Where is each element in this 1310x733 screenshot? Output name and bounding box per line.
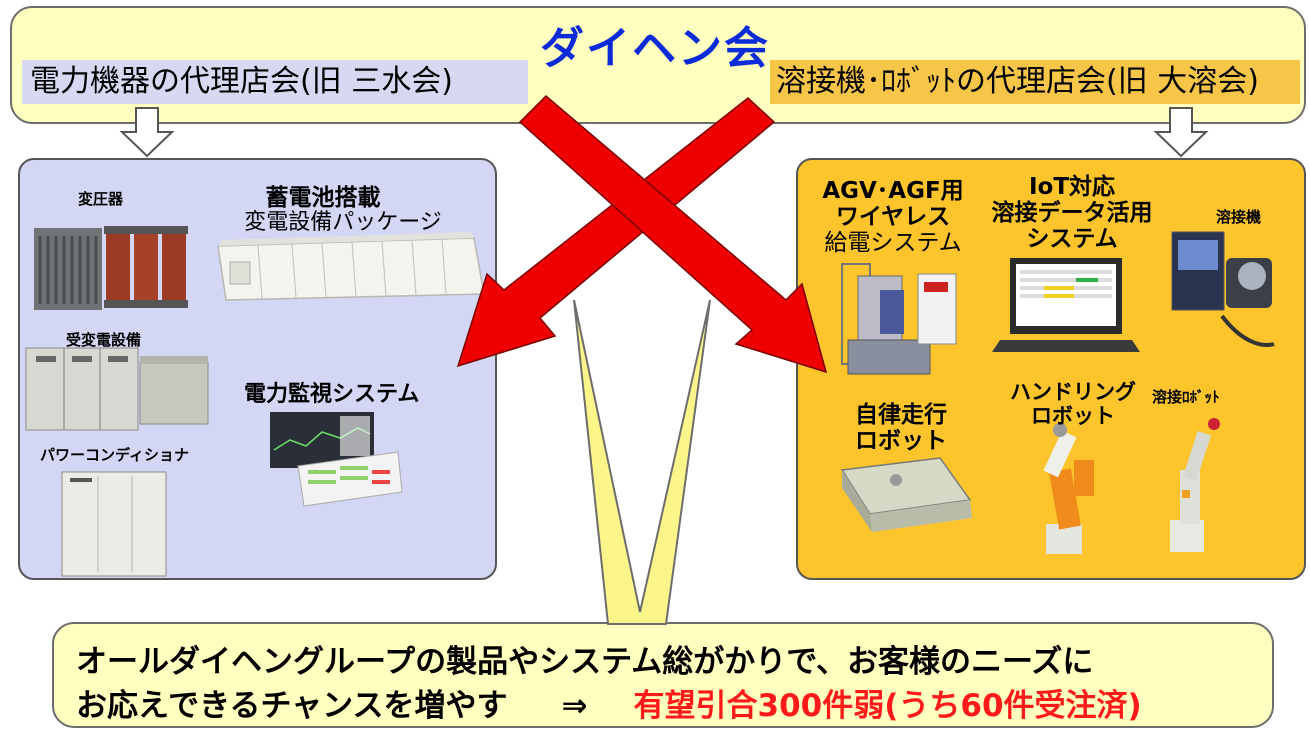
welding-robot-image [1170,418,1220,552]
iot-label-line1: IoT対応 [1028,174,1116,200]
battery-package-image [217,232,485,301]
right-group-label: 溶接機･ﾛﾎﾞｯﾄの代理店会(旧 大溶会) [770,60,1300,104]
battery-package-title: 蓄電池搭載 [265,185,381,211]
agv-wireless-image [841,263,957,375]
handling-robot-label-line2: ロボット [1031,404,1115,428]
diagram-title: ダイヘン会 [540,23,770,74]
iot-label-line2: 溶接データ活用 [991,200,1153,226]
iot-welding-data-image [992,258,1140,352]
agv-label-line1: AGV･AGF用 [822,178,964,204]
battery-package-subtitle: 変電設備パッケージ [244,210,442,235]
right-down-arrow [1153,107,1209,158]
amr-label-line2: ロボット [855,428,947,454]
summary-result: 有望引合300件弱(うち60件受注済) [633,688,1142,724]
summary-line2: お応えできるチャンスを増やす ⇒ 有望引合300件弱(うち60件受注済) [76,680,1142,725]
summary-line2-prefix: お応えできるチャンスを増やす [76,688,508,724]
welder-image [1171,231,1275,347]
callout-beam [573,299,711,625]
agv-label-line2: ワイヤレス [835,204,951,230]
left-group-label: 電力機器の代理店会(旧 三水会) [22,60,528,104]
red-cross-arrows [456,94,828,374]
iot-label-line3: システム [1026,226,1118,252]
handling-robot-image [1043,423,1094,554]
amr-label-line1: 自律走行 [855,402,947,428]
summary-box [52,622,1274,728]
handling-robot-label-line1: ハンドリング [1010,380,1136,404]
summary-line1: オールダイヘングループの製品やシステム総がかりで、お客様のニーズに [76,644,1094,680]
welder-label: 溶接機 [1216,208,1262,226]
power-conditioner-label: パワーコンディショナ [40,446,189,464]
power-conditioner-image [61,471,167,577]
power-monitoring-label: 電力監視システム [244,382,420,407]
agv-label-line3: 給電システム [824,230,962,256]
autonomous-robot-image [840,457,972,532]
power-monitoring-screenshot [270,412,403,507]
summary-arrow: ⇒ [561,688,588,724]
welding-robot-label: 溶接ﾛﾎﾞｯﾄ [1152,388,1220,406]
substation-label: 受変電設備 [66,331,142,349]
substation-image [25,347,209,431]
transformer-image [34,226,188,310]
left-down-arrow [119,107,175,158]
transformer-label: 変圧器 [78,190,124,208]
